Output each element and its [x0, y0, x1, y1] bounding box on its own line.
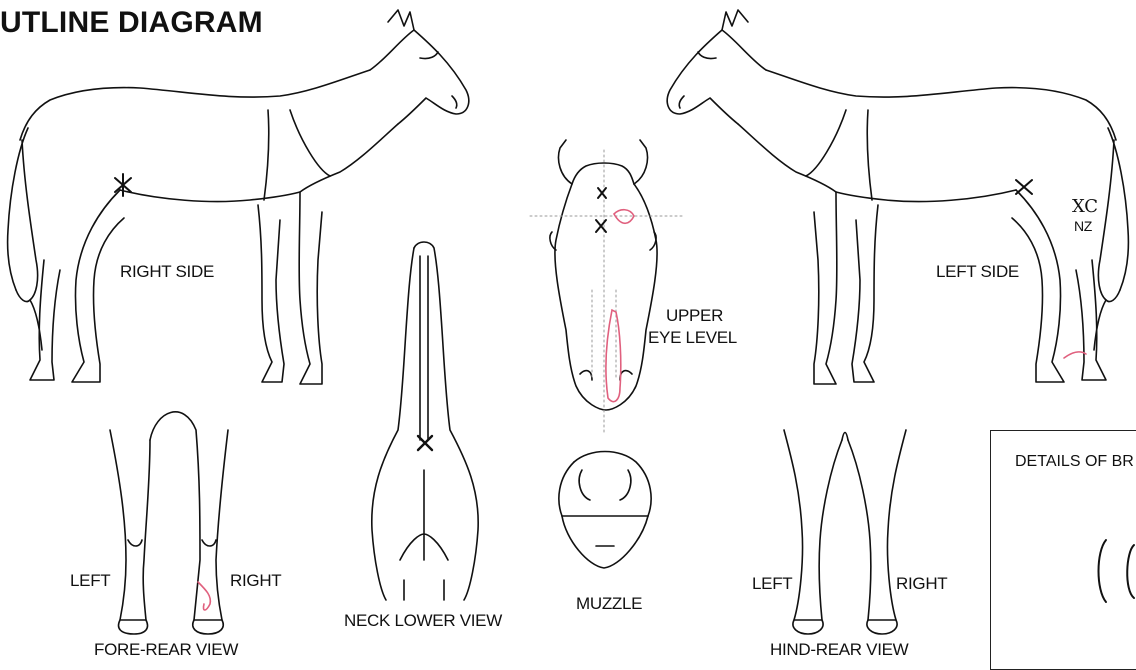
fore-rear-view-label: FORE-REAR VIEW	[94, 640, 238, 660]
handwritten-brand-mark-2: NZ	[1074, 218, 1092, 234]
muzzle-view	[559, 452, 651, 569]
muzzle-label: MUZZLE	[576, 594, 642, 614]
hind-rear-view	[784, 430, 906, 634]
details-of-brand-box: DETAILS OF BR	[990, 430, 1136, 670]
handwritten-brand-mark: XC	[1072, 196, 1098, 217]
hind-left-label: LEFT	[752, 574, 792, 594]
upper-eye-level-label-2: EYE LEVEL	[648, 328, 737, 348]
fore-left-label: LEFT	[70, 571, 110, 591]
details-of-brand-title: DETAILS OF BR	[1015, 453, 1134, 471]
hind-right-label: RIGHT	[896, 574, 947, 594]
left-side-label: LEFT SIDE	[936, 262, 1019, 282]
upper-eye-level-label-1: UPPER	[666, 306, 723, 326]
head-front-view	[550, 140, 657, 410]
neck-lower-view-label: NECK LOWER VIEW	[344, 611, 502, 631]
neck-lower-view	[372, 242, 478, 600]
fore-right-label: RIGHT	[230, 571, 281, 591]
hind-rear-view-label: HIND-REAR VIEW	[770, 640, 908, 660]
right-side-horse-outline	[8, 10, 469, 384]
right-side-label: RIGHT SIDE	[120, 262, 214, 282]
